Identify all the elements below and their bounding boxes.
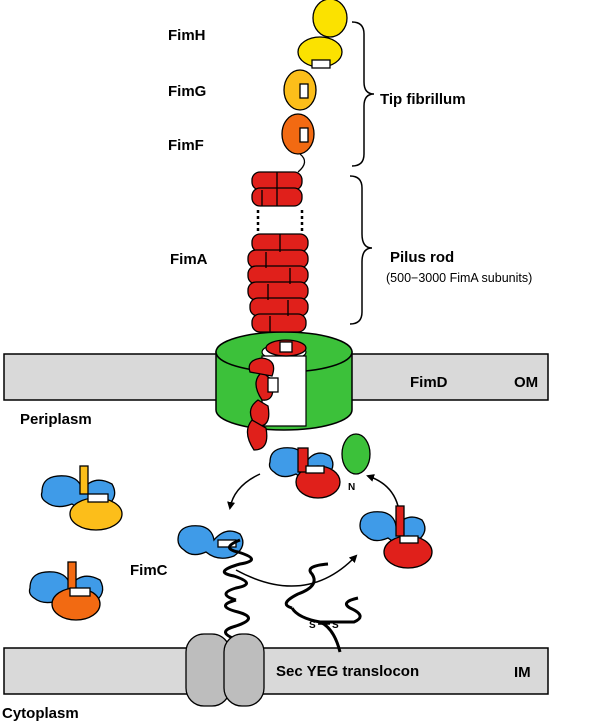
label-cytoplasm: Cytoplasm xyxy=(2,705,79,722)
fimc-fima-complex xyxy=(359,505,433,569)
fima-rod xyxy=(247,171,309,333)
fimh-subunit xyxy=(297,0,348,69)
inner-membrane xyxy=(3,647,549,695)
fima-in-channel xyxy=(246,339,307,451)
fimc-fimf-complex xyxy=(28,561,104,621)
label-pilus-rod: Pilus rod xyxy=(390,249,454,266)
label-fima: FimA xyxy=(170,251,208,268)
fimf-linker xyxy=(297,153,306,173)
label-disulfide-s1: S xyxy=(309,620,316,631)
arrow-to-fimc xyxy=(227,473,261,510)
label-fimg: FimG xyxy=(168,83,206,100)
label-om: OM xyxy=(514,374,538,391)
label-periplasm: Periplasm xyxy=(20,411,92,428)
tip-fibrillum-brace xyxy=(351,21,375,167)
fimc-chaperone xyxy=(177,525,244,559)
label-pilus-rod-note: (500−3000 FimA subunits) xyxy=(386,271,532,285)
label-im: IM xyxy=(514,664,531,681)
arrow-fimc-to-complex xyxy=(235,554,358,587)
label-fimc: FimC xyxy=(130,562,168,579)
nascent-chain-right xyxy=(284,562,362,653)
sec-translocon xyxy=(185,633,265,707)
arrow-to-usher xyxy=(366,474,399,507)
label-disulfide-s2: S xyxy=(332,620,339,631)
label-sec-translocon: Sec YEG translocon xyxy=(276,663,419,680)
fimc-fimg-complex xyxy=(40,465,123,531)
label-n-terminus: N xyxy=(348,482,355,493)
label-tip-fibrillum: Tip fibrillum xyxy=(380,91,466,108)
pilus-rod-brace xyxy=(349,175,373,325)
fimf-subunit xyxy=(281,113,315,155)
label-fimh: FimH xyxy=(168,27,206,44)
label-fimf: FimF xyxy=(168,137,204,154)
fimc-fima-complex-usher xyxy=(268,433,371,499)
label-fimd: FimD xyxy=(410,374,448,391)
fimg-subunit xyxy=(283,69,317,111)
